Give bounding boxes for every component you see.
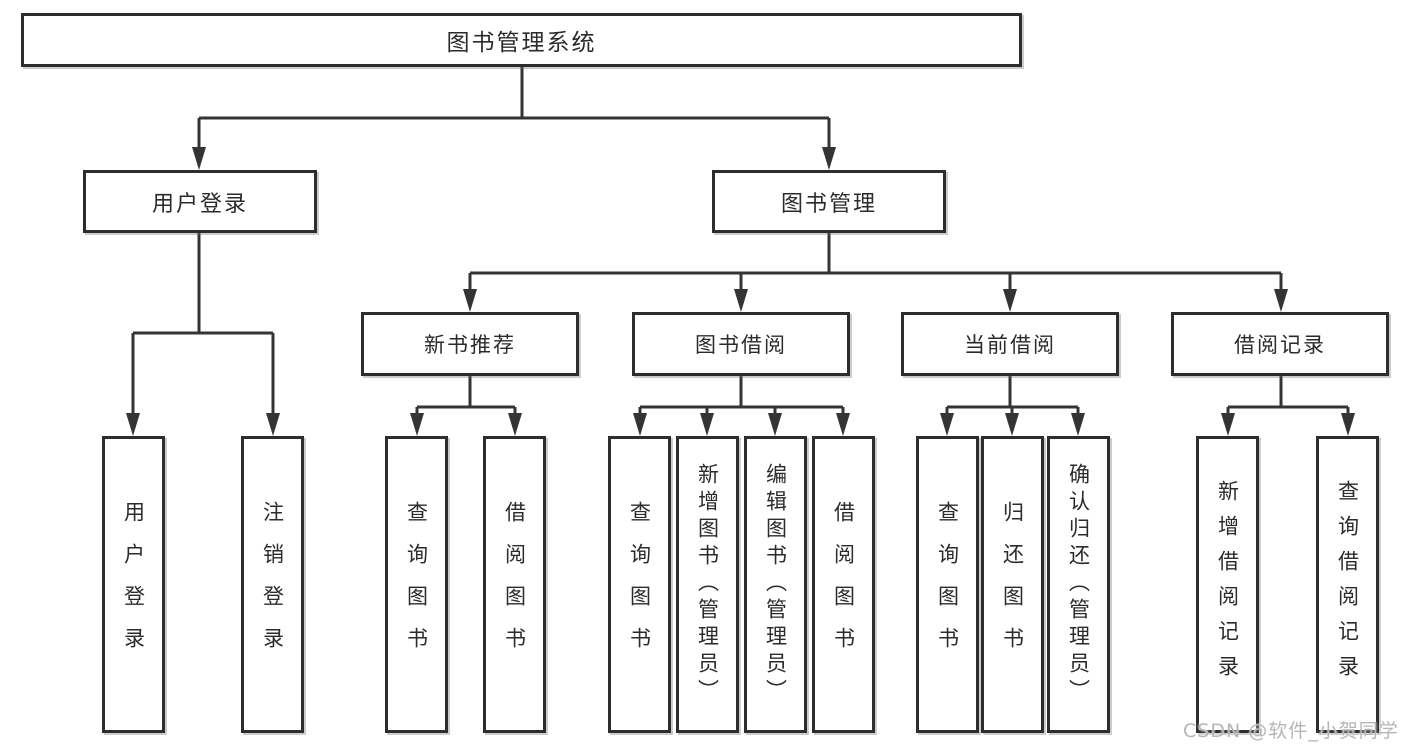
connector-currentborrow-to-leaves: [945, 376, 1080, 420]
watermark-text: CSDN @软件_小贺同学: [1183, 720, 1399, 742]
arrowhead-leaf-logout: [266, 413, 280, 436]
connector-newbook-to-leaves: [415, 376, 517, 420]
node-leaf-br-add-record: 新增借阅记录: [1196, 436, 1259, 733]
node-user-login: 用户登录: [83, 170, 317, 233]
node-leaf-nb-borrow-books: 借阅图书: [483, 436, 546, 733]
node-root-system: 图书管理系统: [21, 13, 1022, 67]
node-leaf-br-query-record: 查询借阅记录: [1316, 436, 1379, 733]
arrowhead-leaf-cb-return: [1005, 413, 1019, 436]
arrowhead-leaf-bb-borrow: [836, 413, 850, 436]
arrowhead-book-borrow: [734, 289, 748, 312]
arrowhead-leaf-bb-edit: [768, 413, 782, 436]
connector-bookborrow-to-leaves: [638, 376, 845, 420]
node-book-borrow: 图书借阅: [632, 312, 850, 376]
connector-userlogin-to-leaves: [131, 233, 275, 420]
node-leaf-bb-edit-books: 编辑图书（管理员）: [744, 436, 807, 733]
arrowhead-book-management: [822, 147, 836, 170]
arrowhead-user-login: [192, 147, 206, 170]
node-borrow-records: 借阅记录: [1171, 312, 1389, 376]
node-leaf-cb-confirm-return: 确认归还（管理员）: [1047, 436, 1110, 733]
node-leaf-user-login: 用户登录: [102, 436, 165, 733]
node-leaf-cb-query-books: 查询图书: [916, 436, 979, 733]
node-book-management: 图书管理: [712, 170, 946, 233]
arrowhead-leaf-br-add: [1221, 413, 1235, 436]
node-leaf-nb-query-books: 查询图书: [385, 436, 448, 733]
node-leaf-bb-borrow-books: 借阅图书: [812, 436, 875, 733]
arrowhead-borrow-records: [1274, 289, 1288, 312]
arrowhead-leaf-bb-add: [700, 413, 714, 436]
node-current-borrow: 当前借阅: [901, 312, 1119, 376]
arrowhead-leaf-user-login: [126, 413, 140, 436]
arrowhead-leaf-cb-query: [940, 413, 954, 436]
arrowhead-current-borrow: [1003, 289, 1017, 312]
arrowhead-leaf-br-query: [1341, 413, 1355, 436]
arrowhead-leaf-bb-query: [633, 413, 647, 436]
arrowhead-leaf-cb-confirm: [1071, 413, 1085, 436]
node-leaf-logout: 注销登录: [241, 436, 304, 733]
connector-bookmgmt-to-level3: [468, 233, 1283, 296]
node-leaf-bb-query-books: 查询图书: [608, 436, 671, 733]
arrowhead-leaf-nb-borrow: [508, 413, 522, 436]
node-leaf-cb-return-books: 归还图书: [981, 436, 1044, 733]
connector-borrowrecords-to-leaves: [1226, 376, 1350, 420]
node-leaf-bb-add-books: 新增图书（管理员）: [676, 436, 739, 733]
node-new-book-recommend: 新书推荐: [361, 312, 579, 376]
arrowhead-leaf-nb-query: [410, 413, 424, 436]
connector-root-to-level2: [197, 67, 831, 154]
arrowhead-new-book-recommend: [463, 289, 477, 312]
